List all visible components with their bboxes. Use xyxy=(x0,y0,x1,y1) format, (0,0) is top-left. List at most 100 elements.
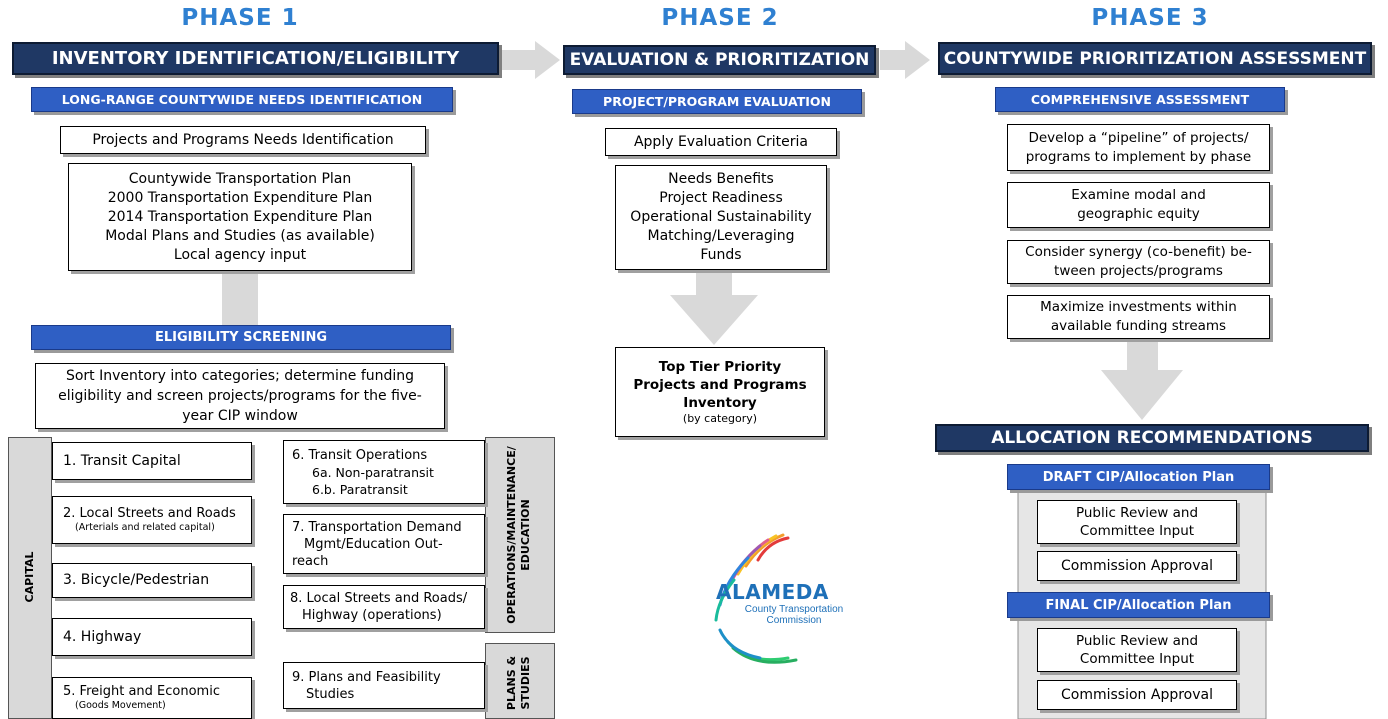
allocation-recommendations-header: ALLOCATION RECOMMENDATIONS xyxy=(935,424,1369,452)
apply-criteria-box: Apply Evaluation Criteria xyxy=(605,128,837,156)
operations-panel xyxy=(485,437,555,633)
draft-cip-header: DRAFT CIP/Allocation Plan xyxy=(1007,464,1270,490)
plans-label: PLANS & STUDIES xyxy=(505,648,535,718)
logo-sub-1: County Transportation xyxy=(744,604,844,615)
phase1-connector xyxy=(222,270,258,330)
cat8-line1: 8. Local Streets and Roads/ xyxy=(290,591,468,606)
source-4: Modal Plans and Studies (as available) xyxy=(105,227,375,244)
cat7-line2: Mgmt/Education Out- xyxy=(304,536,443,552)
cat7-line1: 7. Transportation Demand xyxy=(292,519,462,535)
category-transit-operations: 6. Transit Operations 6a. Non-paratransi… xyxy=(283,440,485,504)
cat5-label: 5. Freight and Economic xyxy=(63,684,220,699)
top-tier-line1: Top Tier Priority xyxy=(658,359,782,375)
logo-sub-2: Commission xyxy=(766,615,822,626)
cat9-line1: 9. Plans and Feasibility xyxy=(292,669,441,685)
sort-line-1: Sort Inventory into categories; determin… xyxy=(65,368,415,384)
top-tier-line2: Projects and Programs xyxy=(633,377,807,393)
category-local-streets: 2. Local Streets and Roads (Arterials an… xyxy=(52,496,252,544)
logo-subtitle: County Transportation Commission xyxy=(730,604,858,626)
operations-label-line1: OPERATIONS/MAINTENANCE/ xyxy=(505,446,518,624)
plans-label-line1: PLANS & xyxy=(505,655,518,711)
source-5: Local agency input xyxy=(173,246,307,263)
cat6a-label: 6a. Non-paratransit xyxy=(312,464,434,480)
criterion-5: Funds xyxy=(700,247,742,263)
phase2-header: EVALUATION & PRIORITIZATION xyxy=(563,45,876,75)
category-demand-mgmt: 7. Transportation Demand Mgmt/Education … xyxy=(283,514,485,574)
final-public-review-line2: Committee Input xyxy=(1079,651,1195,667)
source-3: 2014 Transportation Expenditure Plan xyxy=(107,208,373,225)
eligibility-screening-header: ELIGIBILITY SCREENING xyxy=(31,325,451,350)
phase2-down-arrow xyxy=(670,270,758,345)
criteria-list-box: Needs Benefits Project Readiness Operati… xyxy=(615,165,827,270)
top-tier-sub: (by category) xyxy=(682,412,758,425)
final-public-review-line1: Public Review and xyxy=(1075,633,1199,649)
logo-swoosh-icon xyxy=(714,533,798,664)
draft-commission-approval-box: Commission Approval xyxy=(1037,551,1237,581)
assessment-item-4-line1: Maximize investments within xyxy=(1040,299,1237,315)
phase3-header: COUNTYWIDE PRIORITIZATION ASSESSMENT xyxy=(938,42,1372,75)
cat6b-label: 6.b. Paratransit xyxy=(312,481,408,497)
needs-identification-box: Projects and Programs Needs Identificati… xyxy=(60,126,426,154)
capital-label: CAPITAL xyxy=(23,551,36,603)
logo-name: ALAMEDA xyxy=(716,580,829,604)
criterion-2: Project Readiness xyxy=(659,190,783,206)
source-2: 2000 Transportation Expenditure Plan xyxy=(107,189,373,206)
assessment-item-4: Maximize investments within available fu… xyxy=(1007,295,1270,339)
assessment-item-4-line2: available funding streams xyxy=(1050,318,1227,334)
category-local-streets-operations: 8. Local Streets and Roads/ Highway (ope… xyxy=(283,585,485,629)
assessment-item-1-line1: Develop a “pipeline” of projects/ xyxy=(1028,129,1249,146)
cat5-sublabel: (Goods Movement) xyxy=(75,700,166,711)
comprehensive-assessment-header: COMPREHENSIVE ASSESSMENT xyxy=(995,87,1285,112)
top-tier-box: Top Tier Priority Projects and Programs … xyxy=(615,347,825,437)
alameda-logo: ALAMEDA County Transportation Commission xyxy=(698,530,858,670)
final-cip-header: FINAL CIP/Allocation Plan xyxy=(1007,592,1270,618)
cat6-label: 6. Transit Operations xyxy=(292,447,428,463)
cat8-line2: Highway (operations) xyxy=(302,608,442,623)
phase2-to-phase3-arrow xyxy=(880,41,930,79)
phase1-to-phase2-arrow xyxy=(500,41,560,79)
category-transit-capital: 1. Transit Capital xyxy=(52,442,252,480)
cat9-line2: Studies xyxy=(306,686,355,702)
plans-label-line2: STUDIES xyxy=(519,656,532,710)
phase2-label: PHASE 2 xyxy=(661,5,779,31)
category-plans-studies: 9. Plans and Feasibility Studies xyxy=(283,662,485,709)
draft-public-review-line2: Committee Input xyxy=(1079,523,1195,539)
cat2-sublabel: (Arterials and related capital) xyxy=(75,522,215,533)
assessment-item-3: Consider synergy (co-benefit) be- tween … xyxy=(1007,240,1270,284)
phase3-label: PHASE 3 xyxy=(1091,5,1209,31)
criterion-3: Operational Sustainability xyxy=(630,209,812,225)
assessment-item-3-line1: Consider synergy (co-benefit) be- xyxy=(1025,244,1252,260)
operations-label-line2: EDUCATION xyxy=(519,499,532,571)
assessment-item-1-line2: programs to implement by phase xyxy=(1025,148,1252,165)
draft-public-review-line1: Public Review and xyxy=(1075,505,1199,521)
sort-line-2: eligibility and screen projects/programs… xyxy=(58,388,422,404)
operations-label: OPERATIONS/MAINTENANCE/ EDUCATION xyxy=(505,440,535,630)
needs-sources-box: Countywide Transportation Plan 2000 Tran… xyxy=(68,163,412,271)
draft-public-review-box: Public Review and Committee Input xyxy=(1037,500,1237,544)
criterion-1: Needs Benefits xyxy=(668,171,774,187)
needs-identification-header: LONG-RANGE COUNTYWIDE NEEDS IDENTIFICATI… xyxy=(31,87,453,112)
top-tier-line3: Inventory xyxy=(683,395,757,411)
category-highway: 4. Highway xyxy=(52,618,252,656)
capital-panel xyxy=(8,437,52,719)
category-freight: 5. Freight and Economic (Goods Movement) xyxy=(52,677,252,719)
cat2-label: 2. Local Streets and Roads xyxy=(63,506,236,521)
assessment-item-2-line2: geographic equity xyxy=(1077,206,1200,222)
phase3-down-arrow xyxy=(1101,338,1183,420)
criterion-4: Matching/Leveraging xyxy=(647,228,795,244)
phase1-header: INVENTORY IDENTIFICATION/ELIGIBILITY xyxy=(12,42,499,75)
source-1: Countywide Transportation Plan xyxy=(128,170,352,187)
assessment-item-2: Examine modal and geographic equity xyxy=(1007,182,1270,228)
final-public-review-box: Public Review and Committee Input xyxy=(1037,628,1237,672)
plans-panel xyxy=(485,643,555,719)
assessment-item-3-line2: tween projects/programs xyxy=(1054,263,1223,279)
sort-line-3: year CIP window xyxy=(182,408,298,424)
cat7-line3: reach xyxy=(292,553,329,569)
final-commission-approval-box: Commission Approval xyxy=(1037,680,1237,710)
assessment-item-2-line1: Examine modal and xyxy=(1071,187,1206,203)
evaluation-header: PROJECT/PROGRAM EVALUATION xyxy=(572,89,862,114)
sort-inventory-box: Sort Inventory into categories; determin… xyxy=(35,363,445,429)
category-bicycle-pedestrian: 3. Bicycle/Pedestrian xyxy=(52,563,252,598)
assessment-item-1: Develop a “pipeline” of projects/ progra… xyxy=(1007,124,1270,171)
phase1-label: PHASE 1 xyxy=(181,5,299,31)
